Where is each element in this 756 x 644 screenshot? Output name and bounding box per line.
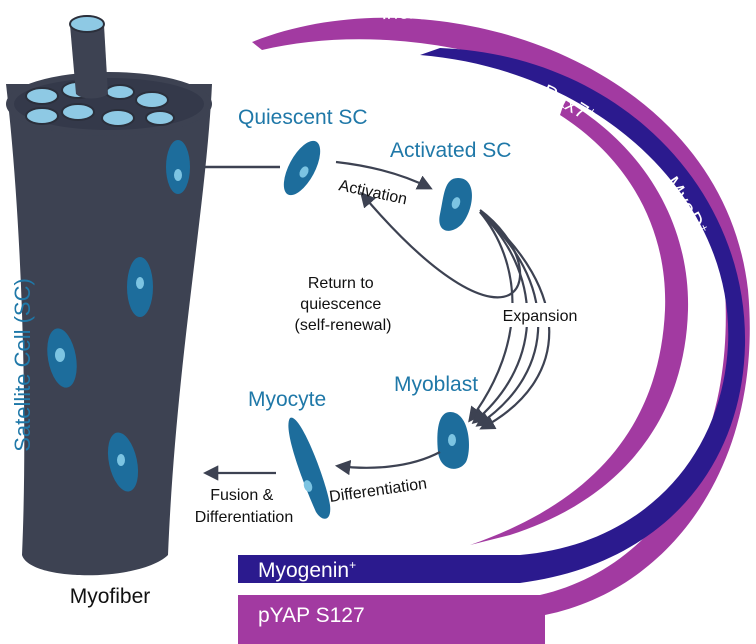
activation-arrow bbox=[335, 160, 433, 190]
myogenin-band-label: Myogenin+ bbox=[258, 558, 356, 582]
myofibril bbox=[135, 91, 169, 109]
activated-sc-cell bbox=[439, 178, 472, 231]
quiescent-sc-cell bbox=[283, 140, 321, 196]
myofibril bbox=[145, 110, 175, 126]
myofiber-label: Myofiber bbox=[70, 585, 151, 608]
differentiation-label: Differentiation bbox=[328, 475, 428, 506]
myocyte-label: Myocyte bbox=[248, 388, 326, 411]
myofibril bbox=[105, 84, 135, 100]
expansion-arrow bbox=[479, 211, 551, 430]
myofibril bbox=[25, 87, 59, 105]
expansion-label-bg bbox=[494, 303, 586, 327]
differentiation-arrow bbox=[334, 451, 441, 476]
expansion-label: Expansion bbox=[503, 308, 578, 325]
activation-label: Activation bbox=[337, 177, 408, 208]
pyap-band-label: pYAP S127 bbox=[258, 604, 365, 627]
protruding-fibril bbox=[70, 15, 108, 99]
activated-sc-label: Activated SC bbox=[390, 139, 511, 162]
satellite-cells bbox=[47, 140, 190, 492]
return-label: Return to quiescence (self-renewal) bbox=[295, 275, 392, 334]
fusion-label: Fusion & Differentiation bbox=[195, 487, 293, 526]
myofibril bbox=[101, 109, 135, 127]
satellite-cell-nucleus bbox=[55, 348, 65, 362]
myofiber bbox=[6, 15, 212, 576]
quiescent-sc-label: Quiescent SC bbox=[238, 106, 368, 129]
satellite-cell-nucleus bbox=[174, 169, 182, 181]
satellite-cell-label: Satellite Cell (SC) bbox=[10, 278, 35, 452]
expression-bands bbox=[238, 17, 750, 644]
inner-magenta-band bbox=[470, 100, 689, 545]
satellite-cell-nucleus bbox=[136, 277, 144, 289]
myofibril bbox=[25, 107, 59, 125]
myocyte-cell bbox=[288, 417, 331, 519]
myofiber-body bbox=[6, 84, 212, 576]
myoblast-label: Myoblast bbox=[394, 373, 478, 396]
satellite-cell bbox=[166, 140, 190, 194]
myoblast-cell bbox=[437, 412, 469, 469]
satellite-cell-nucleus bbox=[117, 454, 125, 466]
fibril-top bbox=[69, 15, 105, 33]
myofibril bbox=[61, 103, 95, 121]
